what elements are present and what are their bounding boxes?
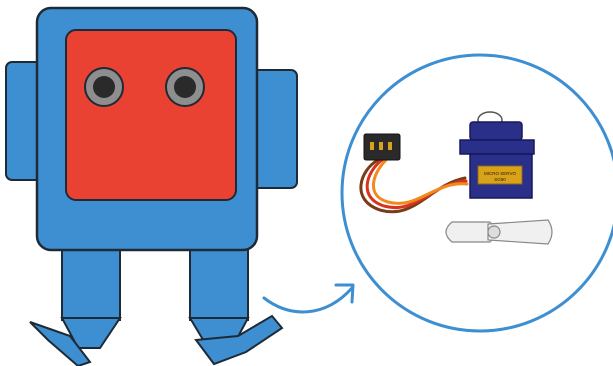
robot-illustration xyxy=(6,8,297,366)
servo-label-line2: SG90 xyxy=(494,177,506,182)
robot-right-eye xyxy=(166,68,204,106)
servo-label-line1: MICRO SERVO xyxy=(484,171,516,176)
robot-left-eye xyxy=(85,68,123,106)
servo-horn xyxy=(446,220,552,244)
robot-face xyxy=(66,30,236,200)
robot-right-leg xyxy=(190,248,282,364)
servo-connector xyxy=(364,134,400,160)
robot-left-leg xyxy=(30,248,120,366)
curved-arrow-icon xyxy=(264,285,353,312)
